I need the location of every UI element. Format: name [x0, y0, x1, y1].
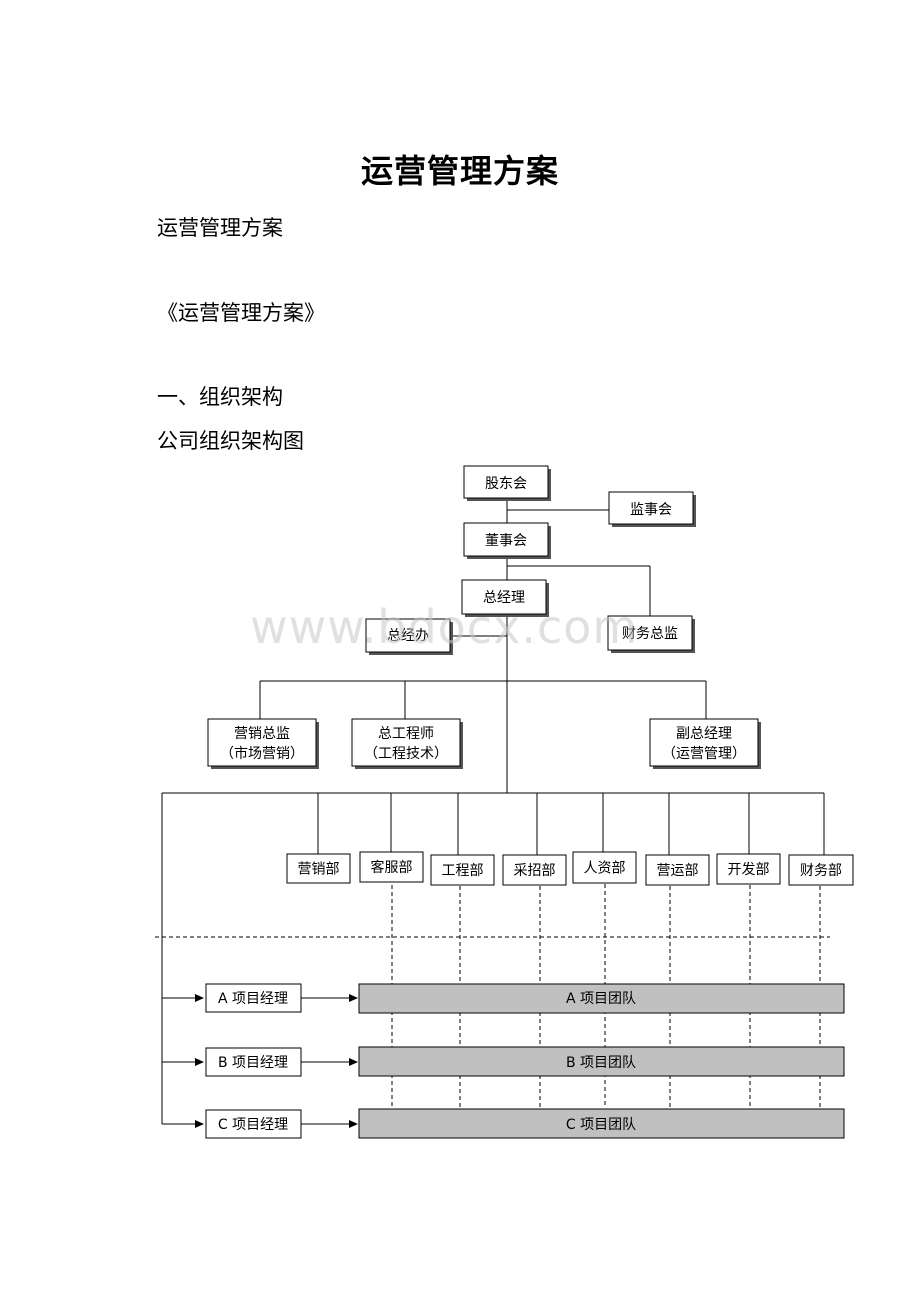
label-marketing-director: 营销总监 — [234, 726, 290, 742]
label-team-a: A 项目团队 — [566, 991, 636, 1007]
connector-lines — [161, 498, 825, 1124]
department-box: 采招部 — [502, 854, 567, 886]
department-label: 开发部 — [728, 862, 770, 878]
department-label: 营销部 — [298, 862, 340, 878]
label-finance-director: 财务总监 — [622, 626, 678, 642]
box-deputy-gm: 副总经理 （运营管理） — [649, 718, 761, 769]
label-team-b: B 项目团队 — [566, 1055, 636, 1071]
box-pm-a: A 项目经理 — [205, 983, 302, 1013]
arrows — [162, 994, 358, 1128]
box-gm-office: 总经办 — [365, 618, 453, 655]
label-gm-office: 总经办 — [387, 628, 429, 644]
department-box: 营销部 — [286, 853, 351, 884]
box-pm-c: C 项目经理 — [205, 1109, 302, 1139]
paragraph-book-title: 《运营管理方案》 — [157, 301, 325, 325]
department-box: 开发部 — [716, 853, 781, 885]
label-deputy-gm: 副总经理 — [676, 726, 732, 742]
label-pm-b: B 项目经理 — [218, 1055, 288, 1071]
label-pm-c: C 项目经理 — [218, 1117, 288, 1133]
box-pm-b: B 项目经理 — [205, 1047, 302, 1077]
watermark: www.bdocx.com — [250, 600, 639, 654]
label-chief-engineer-sub: （工程技术） — [364, 746, 448, 762]
box-shareholders: 股东会 — [463, 465, 551, 501]
label-chief-engineer: 总工程师 — [378, 726, 434, 742]
department-box: 财务部 — [788, 854, 854, 886]
team-bar-a: A 项目团队 — [358, 983, 845, 1014]
box-supervisors: 监事会 — [608, 491, 696, 527]
department-label: 采招部 — [514, 863, 556, 879]
label-deputy-gm-sub: （运营管理） — [662, 746, 746, 762]
department-box: 人资部 — [572, 851, 637, 884]
label-marketing-director-sub: （市场营销） — [220, 745, 304, 762]
box-general-manager: 总经理 — [461, 579, 549, 617]
label-pm-a: A 项目经理 — [218, 991, 288, 1007]
label-general-manager: 总经理 — [483, 590, 525, 606]
label-board: 董事会 — [485, 533, 527, 549]
department-box: 营运部 — [645, 854, 710, 886]
team-bar-b: B 项目团队 — [358, 1046, 845, 1077]
label-team-c: C 项目团队 — [566, 1117, 636, 1133]
box-chief-engineer: 总工程师 （工程技术） — [351, 718, 463, 769]
department-label: 营运部 — [657, 863, 699, 879]
chart-caption: 公司组织架构图 — [157, 429, 304, 453]
department-boxes: 营销部 客服部 工程部 采招部 人资部 营运部 开发部 财务部 — [286, 851, 854, 886]
box-board: 董事会 — [463, 522, 551, 559]
team-bar-c: C 项目团队 — [358, 1108, 845, 1139]
department-label: 工程部 — [442, 863, 484, 879]
department-box: 工程部 — [430, 854, 495, 886]
department-label: 财务部 — [800, 863, 842, 879]
document-title: 运营管理方案 — [360, 152, 559, 190]
section-heading: 一、组织架构 — [157, 385, 283, 409]
department-label: 人资部 — [584, 861, 626, 877]
box-finance-director: 财务总监 — [607, 615, 695, 653]
label-shareholders: 股东会 — [485, 476, 527, 492]
department-box: 客服部 — [359, 851, 424, 883]
department-label: 客服部 — [371, 859, 413, 876]
box-marketing-director: 营销总监 （市场营销） — [207, 718, 319, 769]
label-supervisors: 监事会 — [630, 502, 672, 518]
paragraph-subtitle: 运营管理方案 — [157, 216, 283, 240]
